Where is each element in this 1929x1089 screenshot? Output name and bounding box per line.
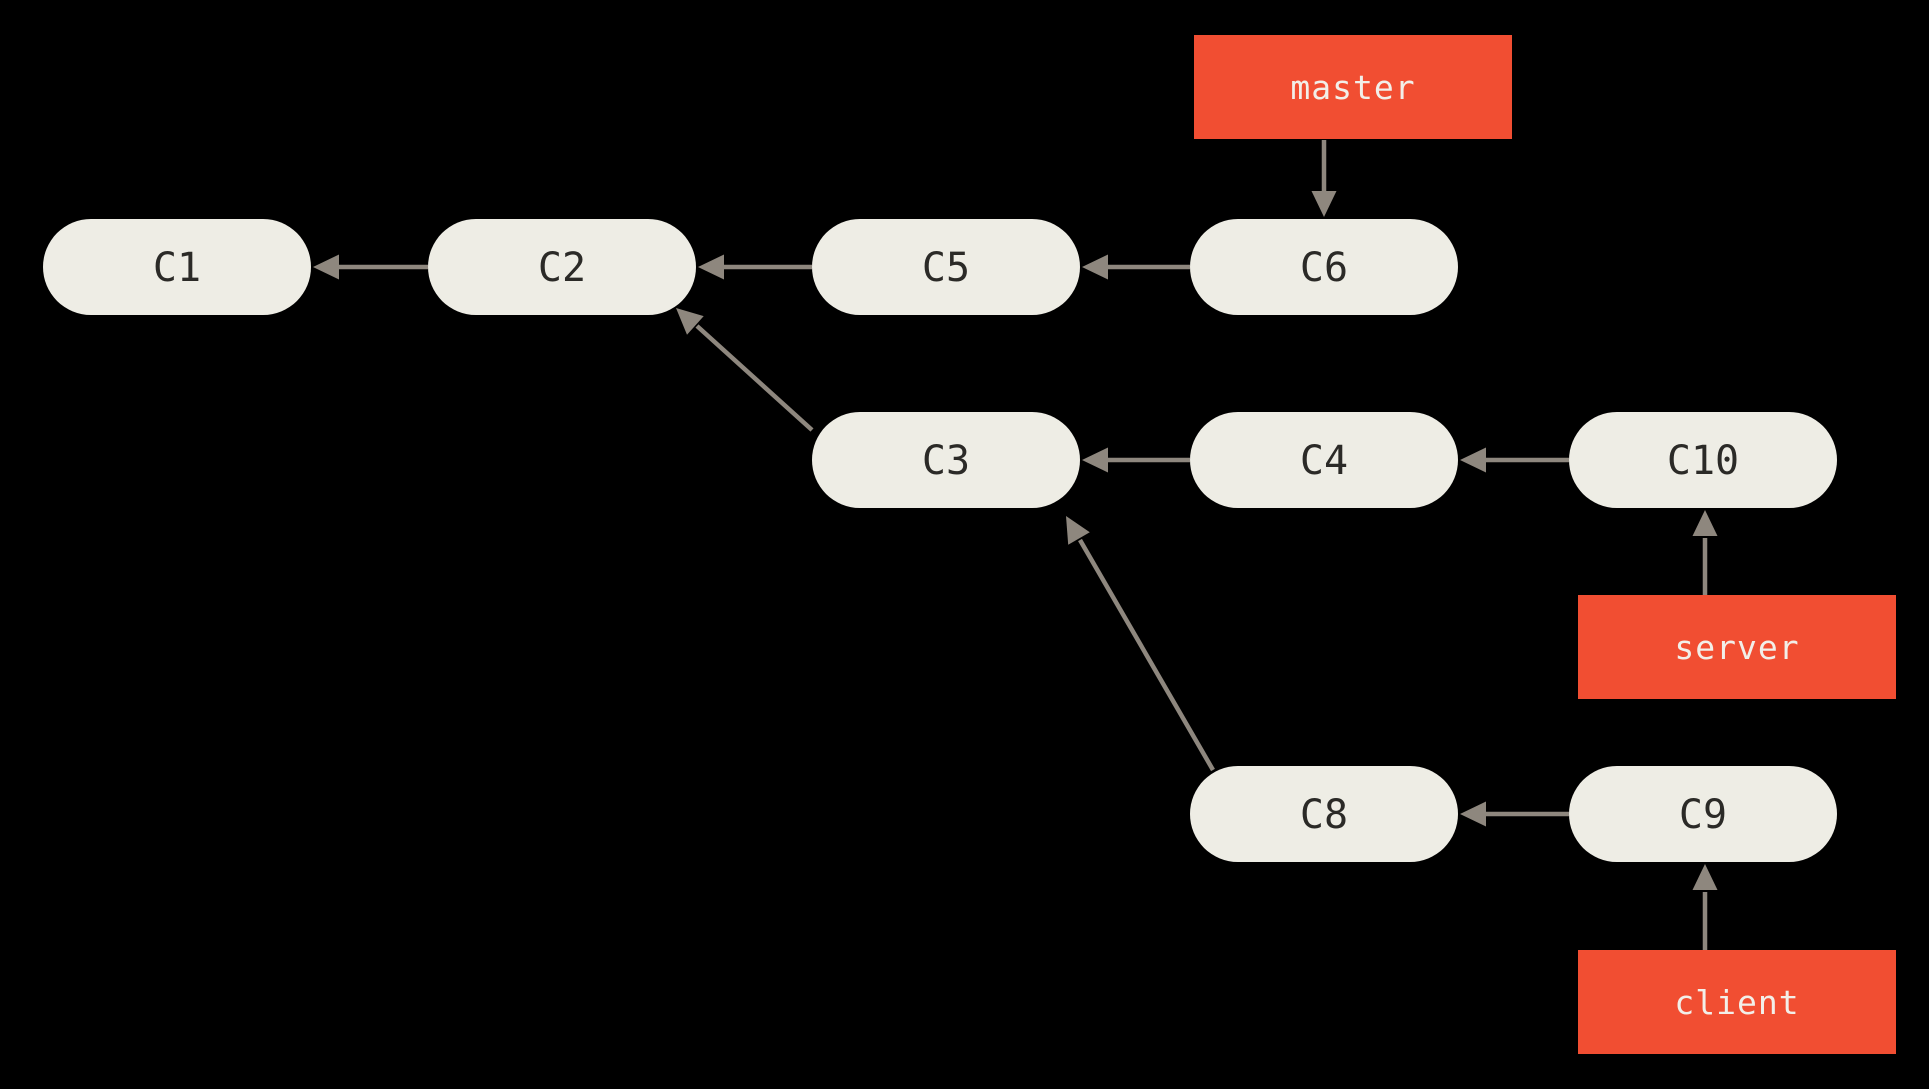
commit-label: C1 xyxy=(153,245,201,291)
branch-label: server xyxy=(1674,628,1799,667)
commit-label: C6 xyxy=(1300,245,1348,291)
commit-node-c8: C8 xyxy=(1190,766,1458,862)
arrow-server-to-c10 xyxy=(1692,510,1718,595)
commit-node-c5: C5 xyxy=(812,219,1080,315)
commit-label: C10 xyxy=(1667,438,1739,484)
arrowhead-icon xyxy=(1460,447,1486,473)
commit-node-c9: C9 xyxy=(1569,766,1837,862)
arrowhead-icon xyxy=(1066,516,1090,545)
branch-node-server: server xyxy=(1578,595,1896,699)
arrowhead-icon xyxy=(313,254,339,280)
commit-node-c6: C6 xyxy=(1190,219,1458,315)
arrowhead-icon xyxy=(1082,447,1108,473)
commit-node-c2: C2 xyxy=(428,219,696,315)
arrow-c4-to-c3 xyxy=(1082,447,1190,473)
arrowhead-icon xyxy=(676,308,704,335)
branch-label: client xyxy=(1674,983,1799,1022)
arrow-client-to-c9 xyxy=(1692,864,1718,950)
commit-node-c1: C1 xyxy=(43,219,311,315)
commit-label: C5 xyxy=(922,245,970,291)
arrow-c8-to-c3 xyxy=(1066,516,1215,772)
commit-node-c3: C3 xyxy=(812,412,1080,508)
arrowhead-icon xyxy=(1692,864,1718,890)
edge-group xyxy=(313,140,1718,950)
branch-node-master: master xyxy=(1194,35,1512,139)
arrow-master-to-c6 xyxy=(1311,140,1337,217)
arrowhead-icon xyxy=(1311,191,1337,217)
commit-node-c4: C4 xyxy=(1190,412,1458,508)
arrow-c10-to-c4 xyxy=(1460,447,1569,473)
arrow-c6-to-c5 xyxy=(1082,254,1190,280)
commit-label: C9 xyxy=(1679,792,1727,838)
arrow-c9-to-c8 xyxy=(1460,801,1569,827)
arrow-c5-to-c2 xyxy=(698,254,812,280)
commit-node-c10: C10 xyxy=(1569,412,1837,508)
branch-node-client: client xyxy=(1578,950,1896,1054)
arrow-c3-to-c2 xyxy=(676,308,814,432)
commit-label: C2 xyxy=(538,245,586,291)
arrowhead-icon xyxy=(1082,254,1108,280)
arrow-c2-to-c1 xyxy=(313,254,428,280)
arrowhead-icon xyxy=(698,254,724,280)
arrowhead-icon xyxy=(1692,510,1718,536)
branch-label: master xyxy=(1290,68,1415,107)
commit-label: C4 xyxy=(1300,438,1348,484)
commit-label: C3 xyxy=(922,438,970,484)
arrowhead-icon xyxy=(1460,801,1486,827)
commit-label: C8 xyxy=(1300,792,1348,838)
